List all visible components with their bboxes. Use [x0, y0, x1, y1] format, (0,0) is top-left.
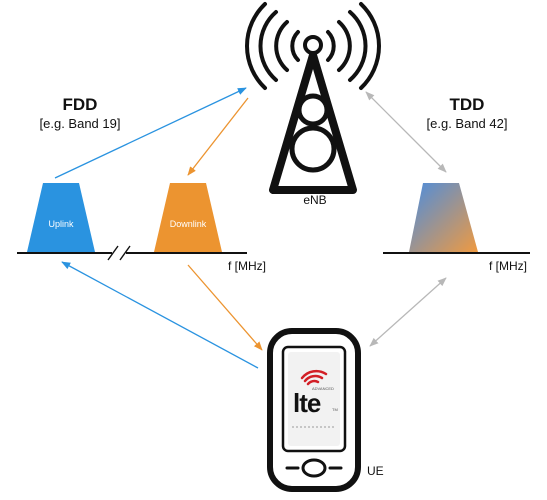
- tdd-example: [e.g. Band 42]: [426, 116, 508, 131]
- ue-phone-icon: [267, 328, 361, 492]
- fdd-title: FDD: [62, 95, 98, 114]
- lte-logo-arcs: [300, 369, 328, 386]
- fdd-axis-unit: f [MHz]: [228, 259, 266, 273]
- axis-break-mark: [119, 245, 131, 261]
- uplink-label: Uplink: [48, 219, 74, 229]
- lte-logo-trademark: TM: [332, 407, 338, 412]
- ue-label: UE: [367, 464, 384, 478]
- fdd-example: [e.g. Band 19]: [39, 116, 121, 131]
- tdd-axis-unit: f [MHz]: [489, 259, 527, 273]
- enb-label: eNB: [303, 193, 327, 207]
- uplink-arrow-from-ue: [61, 261, 259, 369]
- downlink-arrow-from-enb: [187, 97, 249, 176]
- lte-logo-text: lte: [293, 388, 321, 418]
- tdd-title: TDD: [449, 95, 485, 114]
- downlink-block: [154, 183, 222, 252]
- tdd-block: [409, 183, 478, 252]
- tdd-arrow-enb: [365, 91, 447, 173]
- lte-logo-superscript: ADVANCED: [312, 386, 334, 391]
- fdd-axis-break: [112, 244, 126, 262]
- downlink-label: Downlink: [169, 219, 207, 229]
- downlink-arrow-to-ue: [187, 264, 263, 351]
- uplink-block: [27, 183, 95, 252]
- enb-tower-icon: [245, 2, 381, 194]
- tdd-arrow-ue: [369, 277, 447, 347]
- axis-break-mark: [107, 245, 119, 261]
- uplink-arrow-to-enb: [54, 87, 247, 179]
